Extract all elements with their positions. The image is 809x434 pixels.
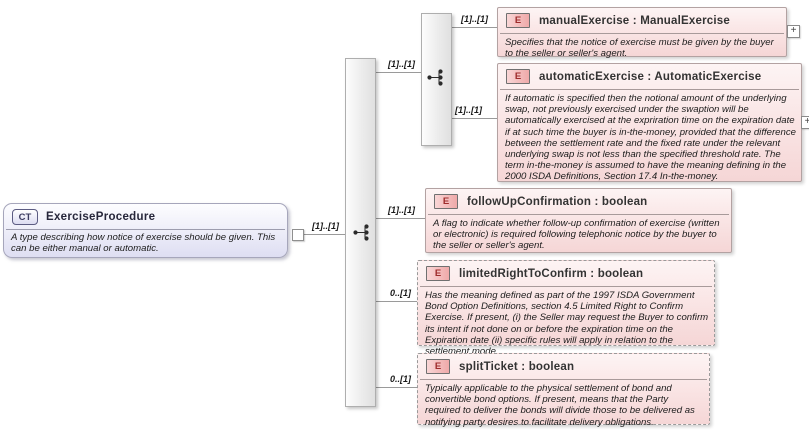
choice-compositor[interactable] [421,13,452,146]
connector-line-choice-to-manualexercise [450,27,497,28]
divider [500,33,784,34]
element-title: manualExercise : ManualExercise [539,14,730,27]
element-icon: E [434,194,458,209]
cardinality-automaticexercise: [1]..[1] [455,105,482,115]
complex-type-title: ExerciseProcedure [46,211,156,223]
cardinality-limitedrighttoconfirm: 0..[1] [390,288,412,298]
complex-type-icon: CT [12,209,38,225]
element-icon: E [426,359,450,374]
element-description: A flag to indicate whether follow-up con… [433,218,720,252]
expand-icon-automaticexercise[interactable]: + [801,116,809,129]
element-title: followUpConfirmation : boolean [467,195,648,208]
element-title: splitTicket : boolean [459,360,575,373]
complex-type-exerciseprocedure[interactable]: CT ExerciseProcedure A type describing h… [3,203,288,258]
sequence-icon [353,224,369,241]
element-automaticexercise[interactable]: E automaticExercise : AutomaticExercise … [497,63,802,182]
choice-icon [427,69,443,86]
divider [420,379,707,380]
connector-line-sequence-to-limitedrighttoconfirm [374,301,417,302]
element-title: limitedRightToConfirm : boolean [459,267,644,280]
cardinality-manualexercise: [1]..[1] [461,14,488,24]
element-followupconfirmation[interactable]: E followUpConfirmation : boolean A flag … [425,188,732,253]
connector-line-sequence-to-choice [374,72,421,73]
element-manualexercise[interactable]: E manualExercise : ManualExercise Specif… [497,7,787,60]
element-title: automaticExercise : AutomaticExercise [539,70,762,83]
connector-line-sequence-to-followupconfirmation [374,218,425,219]
divider [428,214,729,215]
element-description: Has the meaning defined as part of the 1… [425,290,709,358]
element-description: If automatic is specified then the notio… [505,93,796,183]
divider [6,229,285,230]
element-icon: E [506,69,530,84]
cardinality-root: [1]..[1] [312,221,339,231]
connector-line-sequence-to-splitticket [374,387,417,388]
sequence-compositor[interactable] [345,58,376,407]
divider [500,89,799,90]
element-description: Typically applicable to the physical set… [425,383,695,428]
element-icon: E [426,266,450,281]
connector-line-choice-to-automaticexercise [450,118,497,119]
expand-icon-manualexercise[interactable]: + [787,25,800,38]
root-connector-handle[interactable] [292,229,304,241]
element-icon: E [506,13,530,28]
element-splitticket[interactable]: E splitTicket : boolean Typically applic… [417,353,710,428]
cardinality-followupconfirmation: [1]..[1] [388,205,415,215]
complex-type-description: A type describing how notice of exercise… [11,232,276,255]
element-description: Specifies that the notice of exercise mu… [505,37,774,60]
cardinality-choice: [1]..[1] [388,59,415,69]
divider [420,286,712,287]
element-limitedrighttoconfirm[interactable]: E limitedRightToConfirm : boolean Has th… [417,260,715,357]
cardinality-splitticket: 0..[1] [390,374,412,384]
connector-line-root-to-sequence [302,234,345,235]
